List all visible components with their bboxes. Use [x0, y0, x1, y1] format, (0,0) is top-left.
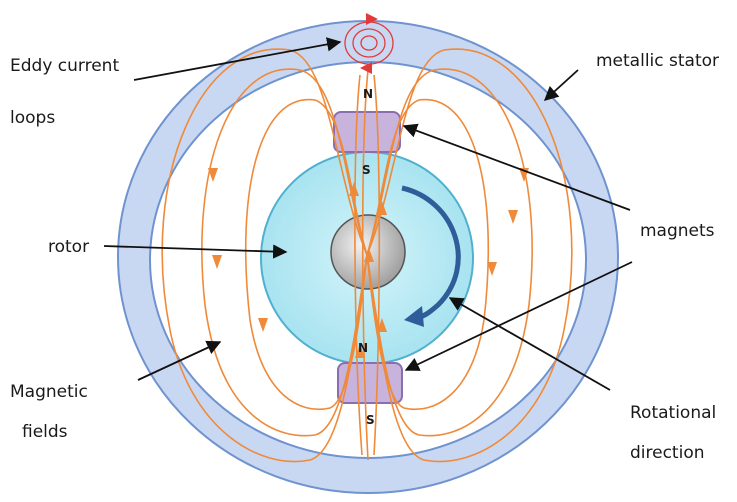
field-arrows — [208, 168, 529, 358]
label-magnets: magnets — [640, 221, 715, 241]
magnet-top — [333, 111, 401, 153]
pointer-magnet-bottom — [404, 261, 633, 371]
label-rotational-2: direction — [630, 443, 705, 463]
rotation-arrow — [401, 185, 461, 327]
metallic-stator — [116, 20, 620, 494]
eddy-current-loops — [344, 13, 394, 74]
pointer-magnetic-fields — [137, 340, 222, 381]
field-arrow — [212, 255, 222, 269]
pole-bottom-inner: N — [358, 341, 368, 355]
pointer-lines — [103, 37, 633, 391]
pointer-rotational — [448, 297, 611, 391]
eddy-arrow-top — [366, 13, 378, 25]
field-arrow — [208, 168, 218, 182]
label-magnetic-1: Magnetic — [10, 382, 88, 402]
rotation-arc — [401, 185, 461, 321]
callout-labels: Eddy current loops metallic stator rotor… — [10, 51, 719, 463]
field-line — [161, 48, 368, 463]
label-rotational-1: Rotational — [630, 403, 716, 423]
field-arrow — [258, 318, 268, 332]
eddy-loop — [352, 28, 386, 58]
field-arrow — [377, 201, 387, 215]
field-line — [366, 48, 573, 463]
field-line — [373, 74, 381, 456]
pole-bottom-outer: S — [366, 413, 375, 427]
pole-labels: N S N S — [358, 87, 375, 427]
field-line — [366, 98, 490, 411]
field-arrow — [377, 318, 387, 332]
field-arrow — [355, 344, 365, 358]
field-line — [201, 68, 368, 437]
field-arrow — [487, 262, 497, 276]
pointer-rotor — [103, 244, 288, 259]
label-rotor: rotor — [48, 237, 89, 257]
pointer-eddy — [133, 37, 342, 81]
pointer-stator — [543, 69, 579, 101]
field-arrow — [349, 182, 359, 196]
label-magnetic-2: fields — [22, 422, 68, 442]
label-eddy-current-1: Eddy current — [10, 56, 119, 76]
eddy-arrow-bottom — [360, 62, 372, 74]
field-line — [366, 68, 533, 437]
rotation-arrowhead — [404, 306, 424, 327]
field-line — [361, 69, 369, 461]
label-metallic-stator: metallic stator — [596, 51, 719, 71]
field-line — [244, 98, 368, 411]
eddy-loop — [360, 35, 378, 51]
field-arrow — [364, 248, 374, 262]
magnetic-field-lines — [161, 48, 573, 463]
field-line — [354, 74, 363, 456]
field-arrow — [508, 210, 518, 224]
stator-ring — [116, 20, 620, 494]
label-eddy-current-2: loops — [10, 108, 55, 128]
pointer-magnet-top — [402, 123, 631, 211]
pole-top-inner: S — [362, 163, 371, 177]
pole-top-outer: N — [363, 87, 373, 101]
